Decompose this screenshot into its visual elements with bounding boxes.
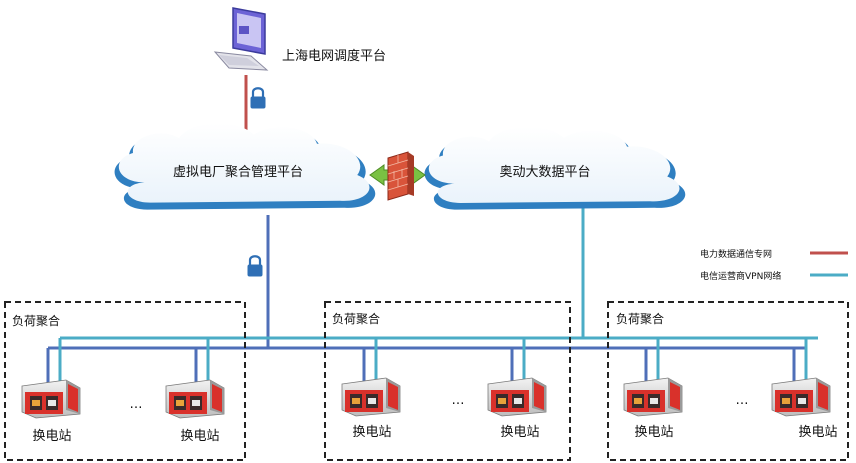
top-platform-label: 上海电网调度平台: [282, 48, 386, 64]
swap-station-icon: [341, 377, 401, 417]
computer-icon: [213, 7, 269, 71]
data-platform-label: 奥动大数据平台: [499, 165, 590, 180]
swap-station-icon: [623, 377, 683, 417]
station-label: 换电站: [500, 425, 539, 440]
station-label: 换电站: [352, 425, 391, 440]
ellipsis: …: [736, 393, 749, 408]
ellipsis: …: [452, 393, 465, 408]
group-box: [324, 301, 571, 461]
station-label: 换电站: [634, 425, 673, 440]
swap-station-icon: [21, 379, 81, 419]
legend-label-vpn: 电信运营商VPN网络: [700, 270, 781, 282]
swap-station-icon: [487, 377, 547, 417]
stations-layer: [21, 377, 831, 419]
station-label: 换电站: [798, 425, 837, 440]
lock-icon: [249, 87, 267, 110]
firewall-icon: [369, 151, 426, 201]
legend-label-power: 电力数据通信专网: [700, 248, 772, 260]
ellipsis: …: [130, 397, 143, 412]
group-box: [607, 301, 849, 461]
swap-station-icon: [165, 379, 225, 419]
station-label: 换电站: [32, 429, 71, 444]
swap-station-icon: [771, 377, 831, 417]
group-label: 负荷聚合: [12, 313, 60, 328]
group-label: 负荷聚合: [332, 311, 380, 326]
group-1-drops: [46, 338, 210, 388]
lock-icon: [246, 255, 264, 278]
station-label: 换电站: [180, 429, 219, 444]
group-label: 负荷聚合: [616, 311, 664, 326]
legend: 电力数据通信专网 电信运营商VPN网络: [700, 248, 848, 282]
vpp-platform-label: 虚拟电厂聚合管理平台: [173, 165, 303, 180]
group-box: [4, 301, 246, 461]
